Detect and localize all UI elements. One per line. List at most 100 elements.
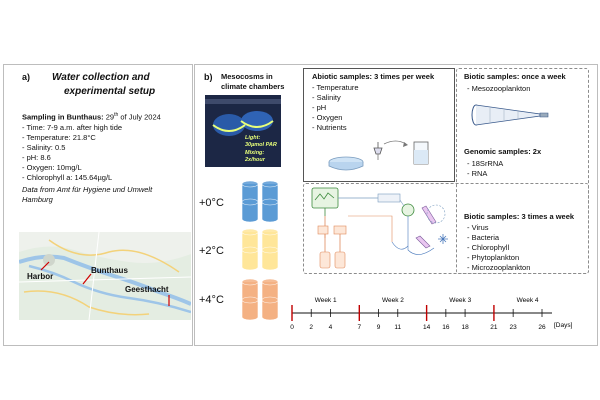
timeline-tick-label: 0 [290, 324, 294, 331]
photo-light-value: 30µmol PAR [245, 142, 277, 148]
sampling-item: Salinity: 0.5 [22, 143, 122, 153]
timeline-tick-label: 7 [357, 324, 361, 331]
timeline-tick-label: 14 [423, 324, 431, 331]
timeline-tick-label: 18 [461, 324, 469, 331]
panel-b-frame [194, 64, 598, 346]
abiotic-illustration [328, 140, 429, 171]
biotic-3x-item: Microzooplankton [467, 263, 531, 273]
timeline: Week 1 Week 2 Week 3 Week 4 0 2 4 7 9 11 14 16 18 21… [290, 297, 573, 331]
mesocosm-cylinders [241, 180, 279, 321]
cylinders-cold [241, 180, 279, 223]
mesocosm-cylinder-top [241, 198, 259, 206]
source-line-2: Hamburg [22, 195, 53, 204]
sampling-item: Oxygen: 10mg/L [22, 163, 122, 173]
mesocosm-cylinder-top [261, 278, 279, 286]
mesocosm-title-1: Mesocosms in [221, 72, 273, 81]
genomic-list: 18SrRNA RNA [467, 159, 504, 179]
sampling-date: 29 [105, 112, 115, 122]
mesocosm-cylinder-top [241, 246, 259, 254]
map-label-geesthacht: Geesthacht [125, 285, 169, 294]
source-line-1: Data from Amt für Hygiene und Umwelt [22, 185, 153, 194]
timeline-unit: [Days] [554, 322, 573, 329]
mesocosm-cylinder [241, 250, 259, 271]
biotic-3x-item: Chlorophyll [467, 243, 530, 253]
panel-a-frame [3, 64, 193, 346]
timeline-week-label: Week 3 [449, 297, 471, 304]
timeline-tick-label: 26 [538, 324, 546, 331]
sampling-rest: of July 2024 [118, 112, 161, 122]
map: Harbor Bunthaus Geesthacht [19, 232, 191, 320]
mesocosm-cylinder-top [261, 180, 279, 188]
timeline-tick-label: 9 [377, 324, 381, 331]
mesocosm-cylinder [261, 250, 279, 271]
timeline-week-label: Week 4 [517, 297, 539, 304]
sampling-item: pH: 8.6 [22, 153, 122, 163]
temp-label-2: +2°C [199, 245, 224, 257]
timeline-tick-label: 16 [442, 324, 450, 331]
mesocosm-cylinder [241, 202, 259, 223]
genomic-item: RNA [467, 169, 503, 179]
mesocosm-title-2: climate chambers [221, 82, 285, 91]
biotic-dashed-frame-lower [303, 183, 589, 274]
biotic-weekly-list: Mesozooplankton [467, 84, 531, 94]
biotic-weekly-item: Mesozooplankton [467, 84, 531, 94]
mesocosm-cylinder-top [241, 180, 259, 188]
timeline-week-label: Week 2 [382, 297, 404, 304]
mesocosm-cylinder-top [241, 228, 259, 236]
sampling-item: Chlorophyll a: 145.64µg/L [22, 173, 122, 183]
photo-mixing-label: Mixing: [245, 150, 265, 156]
abiotic-box [303, 68, 455, 182]
mesocosm-cylinder [261, 300, 279, 321]
mesocosm-cylinder-top [261, 198, 279, 206]
panel-a-title-1: Water collection and [52, 72, 150, 83]
abiotic-list: Temperature Salinity pH Oxygen Nutrients [312, 83, 359, 133]
abiotic-item: Temperature [312, 83, 358, 93]
plankton-net-icon [471, 104, 549, 126]
mesocosm-cylinder-top [261, 228, 279, 236]
mesocosm-cylinder-top [241, 278, 259, 286]
mesocosm-cylinder [241, 300, 259, 321]
temp-label-0: +0°C [199, 197, 224, 209]
biotic-3x-item: Virus [467, 223, 530, 233]
map-label-bunthaus: Bunthaus [91, 266, 128, 275]
timeline-tick-label: 4 [329, 324, 333, 331]
sampling-item: Time: 7-9 a.m. after high tide [22, 123, 122, 133]
biotic-3x-title: Biotic samples: 3 times a week [464, 212, 575, 221]
mesocosm-photo: Light: 30µmol PAR Mixing: 2x/hour [205, 95, 281, 167]
cylinders-mid [241, 228, 279, 271]
abiotic-title: Abiotic samples: 3 times per week [312, 72, 435, 81]
mesocosm-cylinder-top [261, 246, 279, 254]
sampling-heading: Sampling in Bunthaus: 29th of July 2024 [22, 112, 161, 122]
timeline-tick-label: 23 [510, 324, 518, 331]
photo-mixing-value: 2x/hour [245, 157, 265, 163]
temp-label-4: +4°C [199, 294, 224, 306]
timeline-week-label: Week 1 [315, 297, 337, 304]
mesocosm-cylinder [261, 202, 279, 223]
mesocosm-cylinder-top [261, 296, 279, 304]
sampling-item: Temperature: 21.8°C [22, 133, 122, 143]
panel-b-letter: b) [204, 72, 213, 82]
sampling-sup: th [114, 112, 119, 118]
abiotic-item: Nutrients [312, 123, 359, 133]
biotic-3x-list: Virus Bacteria Chlorophyll Phytoplankton… [467, 223, 531, 273]
mesocosm-cylinder-top [241, 296, 259, 304]
timeline-tick-label: 2 [309, 324, 313, 331]
panel-a-title-2: experimental setup [64, 86, 156, 97]
cylinders-warm [241, 278, 279, 321]
sampling-label: Sampling in Bunthaus: [22, 112, 106, 122]
biotic-weekly-title: Biotic samples: once a week [464, 72, 566, 81]
photo-light-label: Light: [245, 135, 261, 141]
genomic-item: 18SrRNA [467, 159, 504, 169]
genomic-title: Genomic samples: 2x [464, 147, 542, 156]
panel-a-letter: a) [22, 72, 31, 82]
timeline-tick-label: 11 [394, 324, 401, 331]
biotic-3x-item: Bacteria [467, 233, 530, 243]
map-label-harbor: Harbor [27, 272, 54, 281]
abiotic-item: pH [312, 103, 359, 113]
timeline-tick-label: 21 [490, 324, 498, 331]
abiotic-item: Oxygen [312, 113, 359, 123]
lab-workflow-illustration [311, 187, 448, 269]
biotic-3x-item: Phytoplankton [467, 253, 530, 263]
sampling-list: Time: 7-9 a.m. after high tide Temperatu… [22, 123, 122, 183]
abiotic-item: Salinity [312, 93, 359, 103]
